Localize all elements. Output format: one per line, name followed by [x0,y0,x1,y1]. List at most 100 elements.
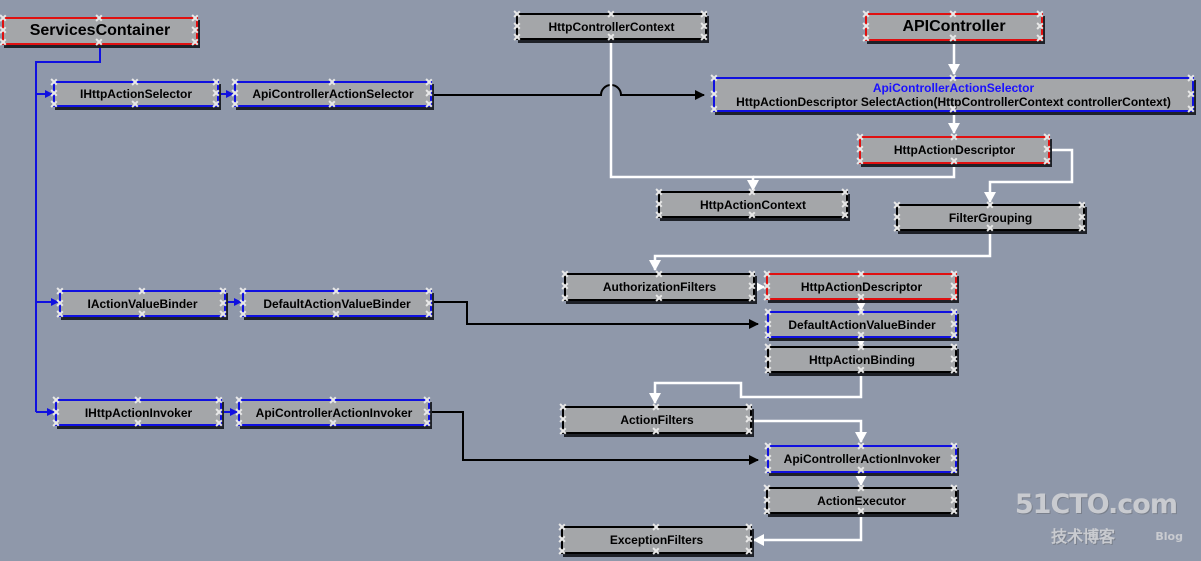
selection-handle [329,101,335,107]
selection-handle [216,420,222,426]
selection-handle [842,201,848,207]
ihttpactioninvoker-node[interactable]: IHttpActionInvoker [55,399,222,426]
authorization-filters-node[interactable]: AuthorizationFilters [564,273,755,301]
selection-handle [951,367,957,373]
selection-handle [426,300,432,306]
http-action-descriptor-label-1: HttpActionDescriptor [893,143,1016,157]
selection-handle [951,283,957,289]
ihttpactionselector-label: IHttpActionSelector [79,87,192,101]
selection-handle [135,420,141,426]
defaultactionvaluebinder-label-1: DefaultActionValueBinder [263,296,411,311]
apicontrolleractionselector-node[interactable]: ApiControllerActionSelector [234,81,432,107]
connector-actionfilters-to-invoker [752,419,867,443]
selection-handle [608,34,614,40]
http-action-binding-label: HttpActionBinding [809,352,915,367]
filter-grouping-node[interactable]: FilterGrouping [896,204,1085,231]
selection-handle [746,428,752,434]
services-container-label: ServicesContainer [29,22,171,39]
selection-handle [701,23,707,29]
http-action-descriptor-node-2[interactable]: HttpActionDescriptor [766,273,957,300]
iactionvaluebinder-node[interactable]: IActionValueBinder [59,290,226,317]
selection-handle [139,311,145,317]
selection-handle [216,409,222,415]
selection-handle [213,101,219,107]
action-filters-label: ActionFilters [620,413,694,427]
defaultactionvaluebinder-node-2[interactable]: DefaultActionValueBinder [767,311,957,338]
watermark-logo: 51CTO.com [1014,489,1178,520]
selection-handle [426,101,432,107]
selector-detail-node[interactable]: ApiControllerActionSelector HttpActionDe… [713,77,1194,112]
connector-selector-to-detail [432,84,705,100]
connector-executor-to-exceptionfilters [753,514,863,546]
selection-handle [424,420,430,426]
watermark-subtitle: 技术博客 [1051,527,1116,546]
iactionvaluebinder-label: IActionValueBinder [87,296,198,311]
selection-handle [213,90,219,96]
selection-handle [426,311,432,317]
selection-handle [951,321,957,327]
ihttpactioninvoker-label: IHttpActionInvoker [84,405,193,420]
authorization-filters-label: AuthorizationFilters [602,280,717,294]
connector-filtergrouping-to-authfilters [649,231,992,271]
action-filters-node[interactable]: ActionFilters [562,406,752,434]
http-action-descriptor-label-2: HttpActionDescriptor [800,279,923,294]
selection-handle [858,332,864,338]
http-controller-context-node[interactable]: HttpControllerContext [516,13,707,40]
connector-descriptor-to-actioncontext [753,164,956,179]
defaultactionvaluebinder-node-1[interactable]: DefaultActionValueBinder [242,290,432,317]
services-container-node[interactable]: ServicesContainer [2,17,198,45]
api-controller-node[interactable]: APIController [865,13,1043,41]
filter-grouping-label: FilterGrouping [948,210,1033,225]
apicontrolleractionselector-label: ApiControllerActionSelector [252,87,414,101]
apicontrolleractioninvoker-node-2[interactable]: ApiControllerActionInvoker [767,445,957,473]
http-action-binding-node[interactable]: HttpActionBinding [767,346,957,373]
exception-filters-node[interactable]: ExceptionFilters [561,526,752,554]
selection-handle [1079,214,1085,220]
action-executor-node[interactable]: ActionExecutor [766,487,957,514]
connector-context-to-actioncontext [609,40,759,191]
selection-handle [858,508,864,514]
selection-handle [951,356,957,362]
selection-handle [746,548,752,554]
selection-handle [192,27,198,33]
selection-handle [951,497,957,503]
selection-handle [333,311,339,317]
selection-handle [950,35,956,41]
selection-handle [424,409,430,415]
selection-handle [1188,106,1194,112]
http-controller-context-label: HttpControllerContext [548,19,675,34]
ihttpactionselector-node[interactable]: IHttpActionSelector [53,81,219,107]
http-action-descriptor-node-1[interactable]: HttpActionDescriptor [859,136,1050,164]
connector-services-trunk [35,44,101,412]
selection-handle [951,467,957,473]
connector-descriptor-to-filtergrouping [984,148,1074,203]
selection-handle [858,467,864,473]
selection-handle [426,90,432,96]
selection-handle [192,39,198,45]
defaultactionvaluebinder-label-2: DefaultActionValueBinder [788,317,936,332]
apicontrolleractioninvoker-node-1[interactable]: ApiControllerActionInvoker [238,399,430,426]
selection-handle [951,158,957,164]
selection-handle [951,294,957,300]
apicontrolleractioninvoker-label-2: ApiControllerActionInvoker [783,452,941,466]
api-controller-label: APIController [902,18,1006,35]
selection-handle [220,311,226,317]
selection-handle [1044,158,1050,164]
selection-handle [951,508,957,514]
selection-handle [1079,225,1085,231]
selector-detail-title: ApiControllerActionSelector [872,80,1035,95]
selection-handle [987,225,993,231]
selection-handle [96,39,102,45]
selection-handle [653,428,659,434]
selection-handle [746,536,752,542]
selection-handle [749,283,755,289]
http-action-context-node[interactable]: HttpActionContext [658,191,848,218]
exception-filters-label: ExceptionFilters [609,533,704,547]
watermark: 51CTO.com 技术博客 Blog [1015,489,1183,547]
selection-handle [653,548,659,554]
selection-handle [749,212,755,218]
selection-handle [132,101,138,107]
connector-binder-to-default [432,301,759,329]
action-executor-label: ActionExecutor [817,493,906,508]
